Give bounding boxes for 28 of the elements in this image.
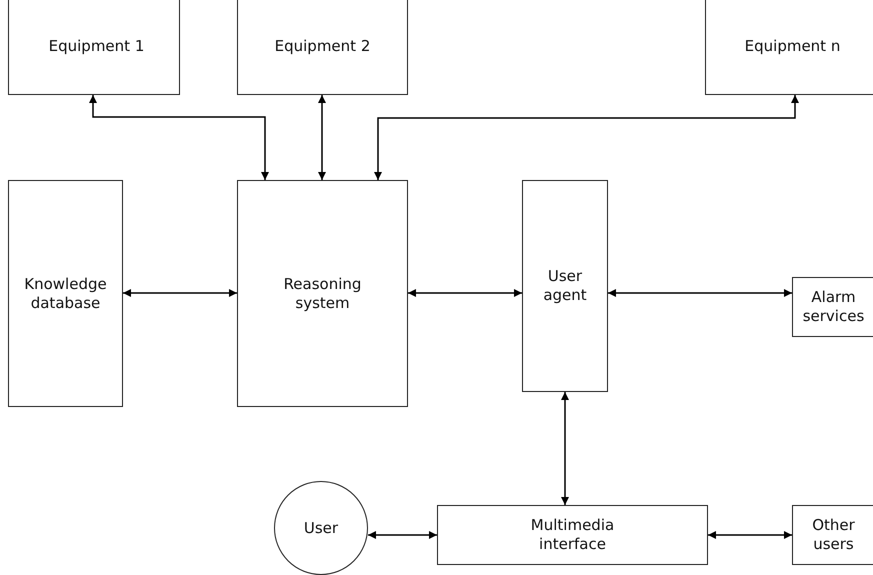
- node-label: User agent: [542, 267, 588, 305]
- double-arrow: [608, 289, 792, 297]
- node-label: Equipment 1: [48, 37, 144, 56]
- node-label: User: [304, 518, 338, 538]
- node-label: Equipment n: [744, 37, 840, 56]
- process-box: [237, 180, 408, 407]
- double-arrow: [89, 95, 269, 180]
- double-arrow: [123, 289, 237, 297]
- double-arrow: [408, 289, 522, 297]
- process-box: [522, 180, 608, 392]
- process-box: [8, 180, 123, 407]
- process-box: [792, 277, 873, 337]
- process-box: [437, 505, 708, 565]
- double-arrow: [561, 392, 569, 505]
- double-arrow: [368, 531, 437, 539]
- process-box: [792, 505, 873, 565]
- node-label: Equipment 2: [274, 37, 370, 56]
- process-box: [705, 0, 873, 95]
- double-arrow: [374, 95, 799, 180]
- process-box: [8, 0, 180, 95]
- node-label: Knowledge database: [23, 274, 108, 312]
- node-label: Other users: [811, 516, 856, 554]
- double-arrow: [318, 95, 326, 180]
- node-label: Reasoning system: [282, 274, 362, 312]
- node-label: Alarm services: [802, 288, 866, 326]
- process-box: [237, 0, 408, 95]
- node-label: Multimedia interface: [530, 516, 616, 554]
- double-arrow: [708, 531, 792, 539]
